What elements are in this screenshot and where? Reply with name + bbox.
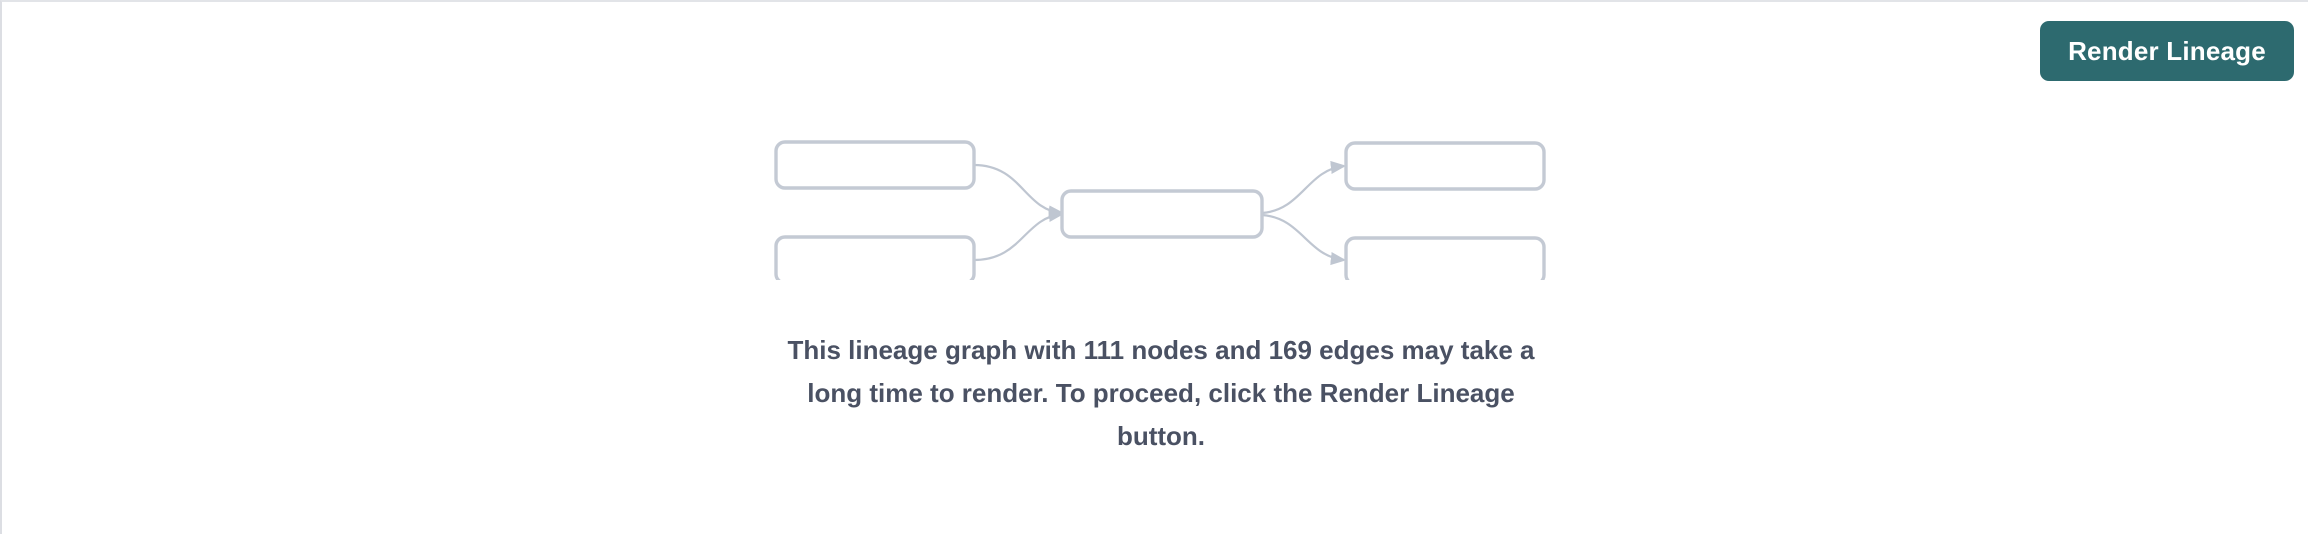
graph-node-upstream-2	[774, 235, 976, 280]
edge-upstream-2-to-focus	[973, 208, 1065, 262]
edge-upstream-1-to-focus	[973, 163, 1065, 219]
node-group	[774, 140, 1546, 280]
graph-node-downstream-1	[1344, 141, 1546, 191]
edge-focus-to-downstream-2	[1261, 213, 1347, 266]
edge-focus-to-downstream-1	[1261, 160, 1347, 215]
graph-node-focus	[1060, 189, 1264, 239]
graph-node-downstream-2	[1344, 236, 1546, 280]
render-lineage-button[interactable]: Render Lineage	[2040, 21, 2294, 81]
placeholder-graph-svg	[774, 140, 1546, 280]
graph-node-upstream-1	[774, 140, 976, 190]
lineage-warning-message: This lineage graph with 111 nodes and 16…	[787, 335, 1535, 451]
edge-group	[973, 160, 1347, 266]
